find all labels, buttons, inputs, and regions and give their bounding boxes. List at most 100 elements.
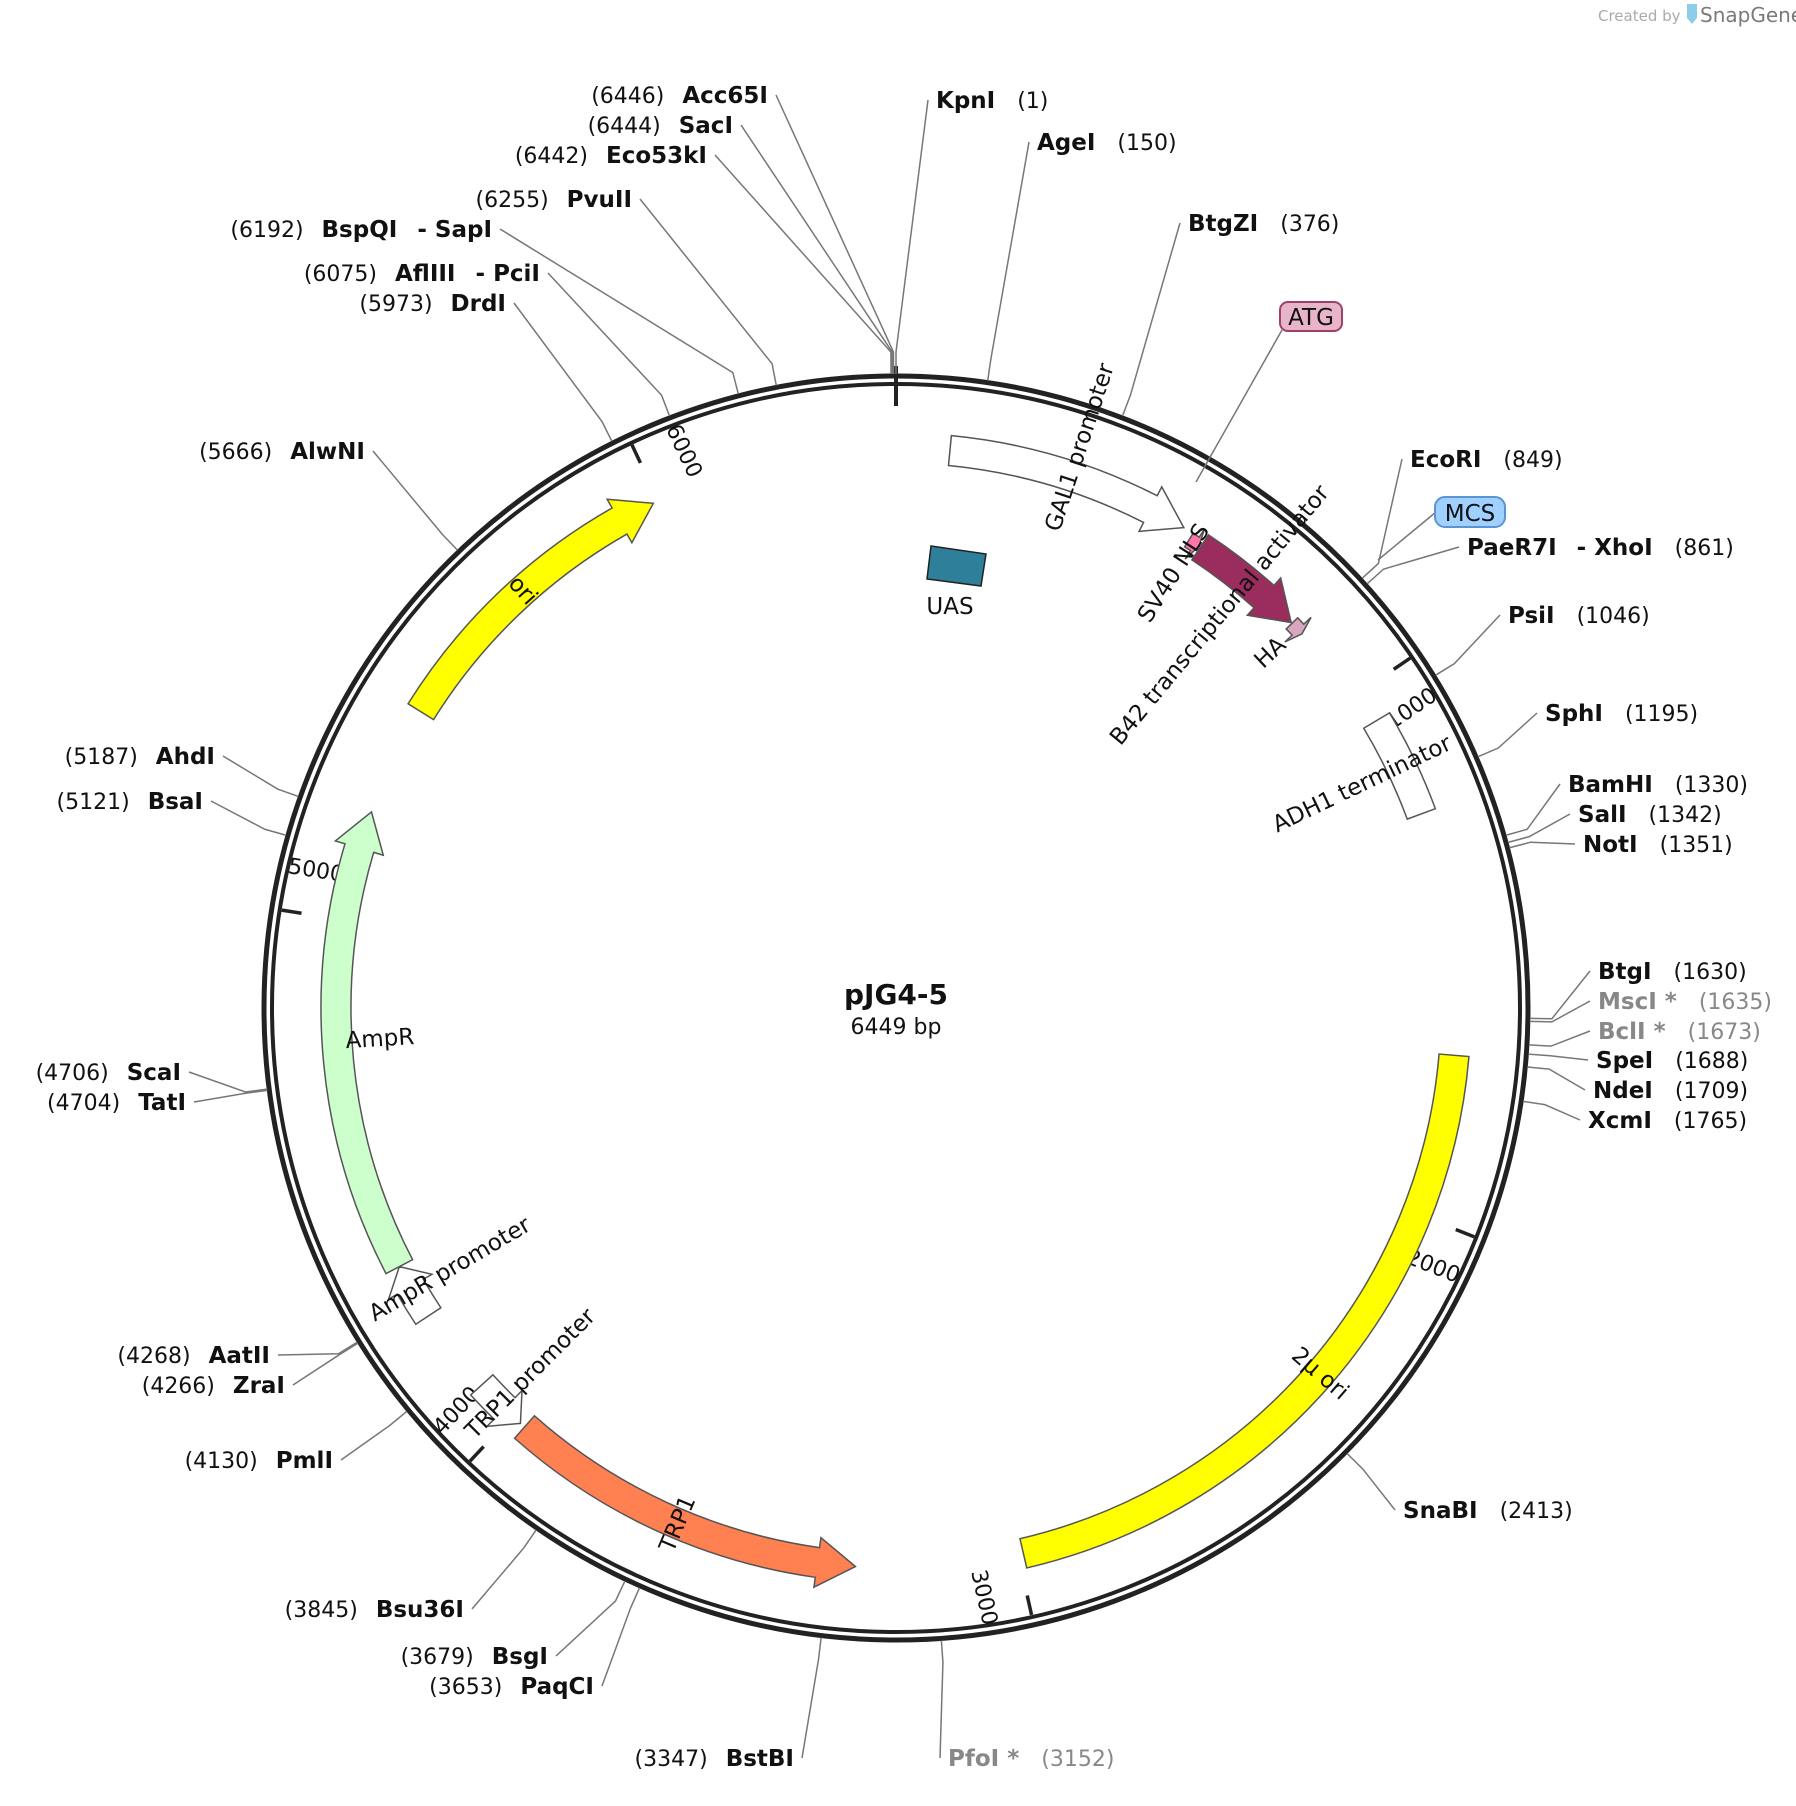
site-leader — [277, 1341, 358, 1356]
site-leader — [1361, 458, 1403, 579]
site-label: SpeI(1688) — [1596, 1048, 1748, 1074]
site-leader — [801, 1637, 822, 1759]
branding-prefix: Created by — [1598, 7, 1681, 25]
site-name: NdeI — [1593, 1078, 1653, 1104]
site-alwni: (5666)AlwNI — [199, 439, 459, 551]
site-name: SpeI — [1596, 1048, 1653, 1074]
site-position: (1046) — [1577, 604, 1650, 629]
site-name: PaqCI — [520, 1674, 594, 1700]
site-ecori: EcoRI(849) — [1361, 447, 1563, 579]
site-leader — [222, 755, 299, 798]
site-label: (3347)BstBI — [635, 1746, 794, 1772]
plasmid-size: 6449 bp — [851, 1015, 942, 1040]
feature-trp1 — [513, 1414, 857, 1589]
site-leader — [895, 99, 929, 374]
site-leader — [1121, 222, 1181, 417]
site-name: BspQI — [322, 217, 398, 243]
site-paer7i: PaeR7I- XhoI(861) — [1366, 535, 1734, 585]
site-position: (150) — [1117, 131, 1176, 156]
site-name: BtgZI — [1188, 211, 1258, 237]
feature-label-adh1-terminator: ADH1 terminator — [1269, 730, 1457, 838]
site-label: BclI *(1673) — [1598, 1019, 1761, 1045]
tick-mark — [281, 908, 302, 915]
plasmid-name: pJG4-5 — [844, 978, 948, 1011]
site-label: BamHI(1330) — [1568, 772, 1748, 798]
site-leader — [775, 94, 895, 375]
tick-label: 3000 — [965, 1567, 1002, 1627]
site-spei: SpeI(1688) — [1528, 1048, 1748, 1074]
site-leader — [188, 1071, 268, 1093]
site-name: BsaI — [148, 789, 203, 815]
tick-label: 6000 — [660, 420, 706, 481]
site-name: KpnI — [936, 88, 995, 114]
site-name: PsiI — [1508, 603, 1555, 629]
site-label: PsiI (1046) — [1508, 603, 1650, 629]
site-name: AlwNI — [290, 439, 365, 465]
site-name: TatI — [138, 1090, 186, 1116]
site-label: (5973)DrdI — [359, 291, 506, 317]
site-drdi: (5973)DrdI — [359, 291, 613, 442]
atg-badge-label: ATG — [1288, 305, 1334, 331]
site-label: (6255)PvuII — [476, 187, 633, 213]
site-leader — [547, 272, 671, 417]
site-position: (3152) — [1041, 1747, 1114, 1772]
site-leader — [210, 800, 287, 836]
site-label: AgeI (150) — [1037, 130, 1177, 156]
site-label: (5121)BsaI — [57, 789, 203, 815]
site-xcmi: XcmI(1765) — [1522, 1100, 1747, 1134]
site-leader — [1529, 1000, 1591, 1023]
site-leader — [639, 198, 778, 386]
site-name: BamHI — [1568, 772, 1653, 798]
site-leader — [193, 1089, 268, 1103]
site-snabi: SnaBI(2413) — [1346, 1452, 1573, 1524]
site-label: SnaBI(2413) — [1403, 1498, 1573, 1524]
site-position: (1709) — [1675, 1079, 1748, 1104]
site-afliii: (6075)AflIII- PciI — [304, 261, 671, 417]
site-leader — [1529, 970, 1591, 1020]
site-leader — [1435, 614, 1501, 676]
site-position: (2413) — [1500, 1499, 1573, 1524]
snapgene-branding: Created by SnapGene — [1598, 3, 1796, 27]
site-agei: AgeI (150) — [986, 130, 1177, 381]
site-label: (5666)AlwNI — [199, 439, 365, 465]
site-position: (4266) — [142, 1374, 215, 1399]
site-position: (6075) — [304, 262, 377, 287]
site-label: EcoRI(849) — [1410, 447, 1563, 473]
site-tati: (4704)TatI — [47, 1089, 268, 1116]
feature-label-gal1-promoter: GAL1 promoter — [1040, 360, 1120, 535]
site-name: XcmI — [1588, 1108, 1652, 1134]
site-position: (6444) — [588, 114, 661, 139]
site-position: (6442) — [515, 144, 588, 169]
site-sphi: SphI(1195) — [1477, 701, 1698, 758]
site-position: (4268) — [117, 1344, 190, 1369]
site-leader — [714, 154, 892, 375]
site-leader — [340, 1410, 408, 1461]
site-bsgi: (3679)BsgI — [401, 1580, 626, 1670]
site-position: (3679) — [401, 1645, 474, 1670]
feature-gal1-promoter — [947, 434, 1186, 533]
restriction-sites: KpnI (1) AgeI (150) BtgZI (376) EcoRI(849) PaeR… — [36, 83, 1772, 1772]
feature-label-ha: HA — [1250, 632, 1292, 674]
site-position: (376) — [1280, 212, 1339, 237]
site-position: (1) — [1017, 89, 1048, 114]
feature-adh1-terminator — [1362, 711, 1437, 821]
site-name: SphI — [1545, 701, 1603, 727]
site-name: EcoRI — [1410, 447, 1481, 473]
site-sali: SalI(1342) — [1507, 802, 1722, 844]
site-pmli: (4130)PmlI — [185, 1410, 408, 1474]
site-label: (4706)ScaI — [36, 1060, 181, 1086]
site-position: (6192) — [230, 218, 303, 243]
mcs-badge-label: MCS — [1445, 501, 1496, 527]
site-bcli: BclI *(1673) — [1528, 1019, 1761, 1047]
site-label: (4704)TatI — [47, 1090, 186, 1116]
site-name: AgeI — [1037, 130, 1095, 156]
feature-b42-transcriptional-activator — [1190, 533, 1293, 624]
site-scai: (4706)ScaI — [36, 1060, 268, 1093]
site-label: (3845)Bsu36I — [285, 1597, 464, 1623]
site-label: SalI(1342) — [1578, 802, 1722, 828]
site-position: (4706) — [36, 1061, 109, 1086]
site-name2: XhoI — [1594, 535, 1652, 561]
site-position: (1342) — [1649, 803, 1722, 828]
site-position: (4130) — [185, 1449, 258, 1474]
uas-box — [926, 545, 987, 587]
